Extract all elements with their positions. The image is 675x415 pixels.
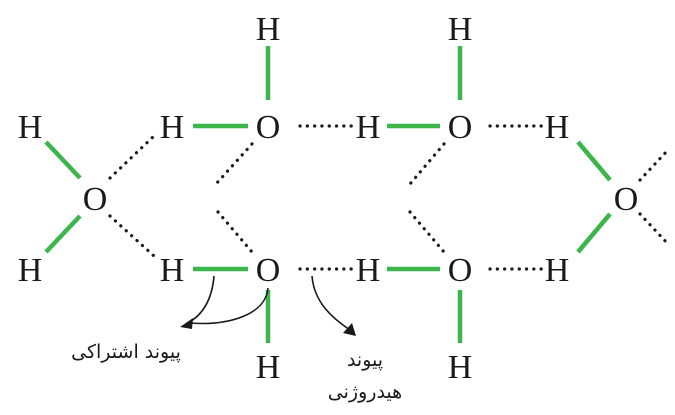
- hydrogen-bond: [638, 148, 670, 182]
- atom-hydrogen: H: [545, 109, 570, 146]
- atom-oxygen: O: [83, 181, 108, 218]
- arrow-head: [180, 318, 193, 329]
- labels: پیوند اشتراکی پیوند هیدروژنی: [71, 341, 402, 403]
- atom-hydrogen: H: [448, 349, 473, 386]
- atom-hydrogen: H: [448, 11, 473, 48]
- atom-hydrogen: H: [256, 11, 281, 48]
- covalent-label-arrow: [185, 275, 215, 325]
- annotation-arrows: [180, 275, 356, 336]
- hydrogen-label-arrow: [311, 275, 351, 331]
- atom-oxygen: O: [448, 109, 473, 146]
- hydrogen-bond: [408, 210, 446, 254]
- covalent-label-arrow: [189, 287, 269, 325]
- atom-hydrogen: H: [356, 252, 381, 289]
- covalent-bond: [576, 212, 612, 254]
- atom-oxygen: O: [448, 252, 473, 289]
- atom-hydrogen: H: [160, 252, 185, 289]
- hydrogen-bond: [108, 134, 156, 180]
- covalent-bond: [44, 140, 82, 180]
- hydrogen-bond: [214, 142, 254, 186]
- atom-hydrogen: H: [256, 349, 281, 386]
- atom-hydrogen: H: [18, 252, 43, 289]
- atom-hydrogen: H: [160, 109, 185, 146]
- arrow-head: [343, 323, 356, 336]
- covalent-bond: [576, 140, 612, 182]
- atom-oxygen: O: [614, 181, 639, 218]
- hydrogen-bond: [108, 214, 156, 258]
- atom-oxygen: O: [256, 109, 281, 146]
- hydrogen-bond-label-line2: هیدروژنی: [328, 381, 402, 403]
- covalent-bond-label: پیوند اشتراکی: [71, 341, 181, 363]
- covalent-bond: [44, 214, 82, 254]
- hydrogen-bond: [408, 142, 446, 186]
- atom-hydrogen: H: [18, 109, 43, 146]
- hydrogen-bond: [638, 212, 670, 246]
- atom-hydrogen: H: [356, 109, 381, 146]
- atom-hydrogen: H: [545, 252, 570, 289]
- covalent-bonds: [44, 46, 612, 343]
- atom-oxygen: O: [256, 252, 281, 289]
- hydrogen-bonds: [108, 124, 670, 271]
- hydrogen-bond: [216, 210, 254, 254]
- atoms: H H H H O H O H O O H H O H O H H H: [18, 11, 639, 386]
- hydrogen-bond-label-line1: پیوند: [347, 349, 383, 371]
